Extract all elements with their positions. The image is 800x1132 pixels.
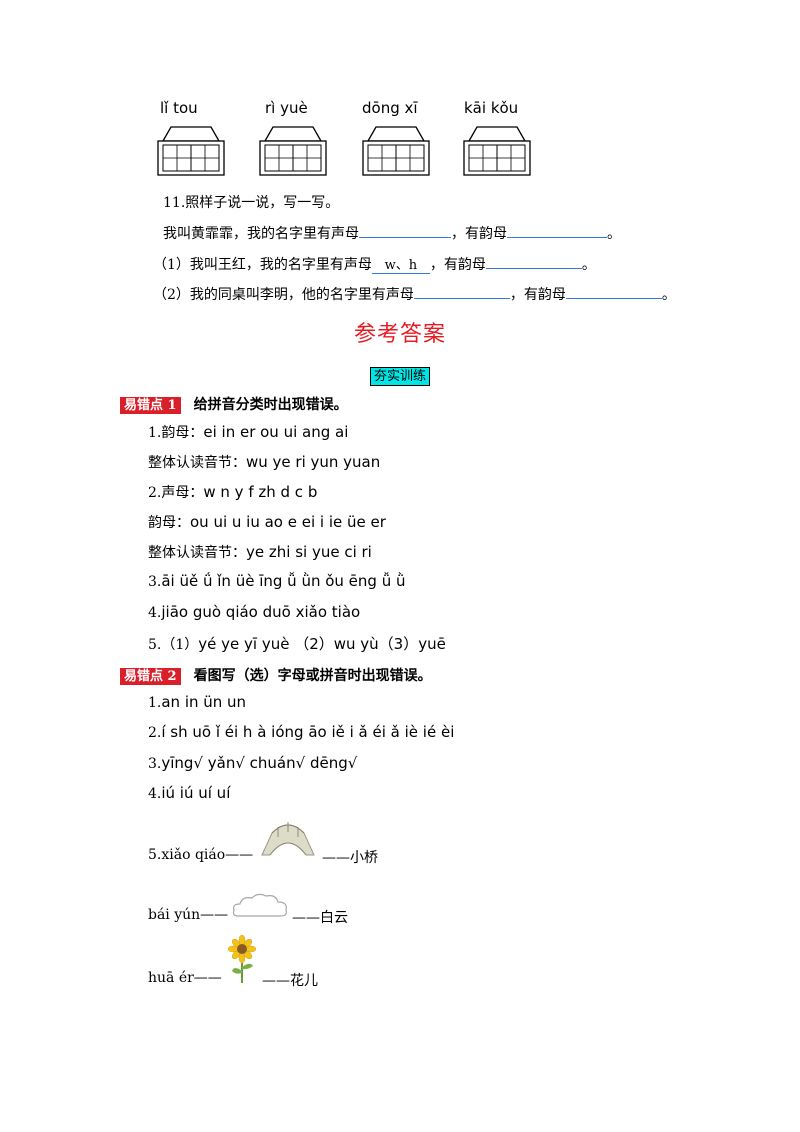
line-label: 韵母：: [148, 515, 190, 531]
line-pinyin: wu ye ri yun yuan: [246, 453, 381, 471]
line-pinyin: ye zhi si yue ci ri: [246, 543, 372, 561]
question-11-example: 我叫黄霏霏，我的名字里有声母 ，有韵母 。: [163, 223, 621, 243]
line-label: 3.: [148, 756, 162, 772]
error-point-1-header: 易错点 1 给拼音分类时出现错误。: [120, 394, 348, 414]
answer-line: 5.（1）yé ye yī yuè （2）wu yù（3）yuē: [148, 633, 446, 654]
answer-title: 参考答案: [353, 322, 446, 347]
line-label: 4.: [148, 786, 162, 802]
writing-grid-house: [362, 126, 430, 176]
answer-blank[interactable]: [359, 223, 451, 238]
picture-row-right: ——白云: [292, 910, 348, 926]
answer-line: 整体认读音节：ye zhi si yue ci ri: [148, 542, 372, 562]
error-point-heading: 给拼音分类时出现错误。: [193, 397, 348, 413]
answer-line: 4.iú iú uí uí: [148, 784, 230, 802]
answer-line: 2.声母：w n y f zh d c b: [148, 482, 317, 502]
section-badge-wrap: 夯实训练: [0, 365, 800, 386]
picture-row-left: huā ér——: [148, 970, 222, 986]
example-text: 我叫黄霏霏，我的名字里有声母: [163, 226, 359, 242]
answer-blank[interactable]: [507, 223, 607, 238]
line-label: 整体认读音节：: [148, 455, 246, 471]
line-label: 整体认读音节：: [148, 545, 246, 561]
line-pinyin: ou ui u iu ao e ei i ie üe er: [190, 513, 386, 531]
answer-line: 2.í sh uō ǐ éi h à ióng āo iě i ǎ éi ǎ i…: [148, 723, 454, 741]
pinyin-label: lǐ tou: [160, 99, 198, 117]
picture-row-right: ——小桥: [322, 850, 378, 866]
example-text: 。: [607, 226, 621, 242]
writing-grid-house: [463, 126, 531, 176]
pinyin-label: dōng xī: [362, 99, 418, 117]
line-label: 2.: [148, 725, 162, 741]
error-point-2-header: 易错点 2 看图写（选）字母或拼音时出现错误。: [120, 665, 432, 685]
answer-line: 1.韵母：ei in er ou ui ang ai: [148, 422, 348, 442]
item-text: ，有韵母: [429, 257, 486, 273]
writing-grid-house: [259, 126, 327, 176]
line-pinyin: yé ye yī yuè （2）wu yù（3）yuē: [198, 635, 446, 653]
line-pinyin: an in ün un: [161, 693, 247, 711]
item-text: 。: [581, 257, 596, 273]
answer-line: 4.jiāo guò qiáo duō xiǎo tiào: [148, 603, 360, 621]
line-label: 1.韵母：: [148, 425, 204, 441]
sunflower-icon: [227, 935, 257, 983]
example-text: ，有韵母: [451, 226, 507, 242]
line-pinyin: í sh uō ǐ éi h à ióng āo iě i ǎ éi ǎ iè …: [161, 723, 455, 741]
item-text: 。: [661, 287, 676, 303]
line-pinyin: ei in er ou ui ang ai: [203, 423, 349, 441]
pinyin-label: rì yuè: [265, 99, 308, 117]
line-label: 1.: [148, 695, 162, 711]
line-pinyin: iú iú uí uí: [161, 784, 231, 802]
item-text: ，有韵母: [509, 287, 566, 303]
bridge-icon: [261, 822, 315, 856]
answer-line: 韵母：ou ui u iu ao e ei i ie üe er: [148, 512, 386, 532]
cloud-icon: [232, 893, 287, 917]
error-point-badge: 易错点 1: [120, 397, 181, 414]
line-pinyin: w n y f zh d c b: [203, 483, 318, 501]
error-point-heading: 看图写（选）字母或拼音时出现错误。: [193, 668, 432, 684]
item-text: （1）我叫王红，我的名字里有声母: [153, 257, 372, 273]
writing-grid-house: [157, 126, 225, 176]
line-label: 3.: [148, 574, 162, 590]
answer-blank[interactable]: [413, 284, 510, 299]
section-badge: 夯实训练: [369, 367, 430, 386]
line-label: 4.: [148, 605, 162, 621]
line-pinyin: yīng√ yǎn√ chuán√ dēng√: [161, 754, 358, 772]
answer-line: 整体认读音节：wu ye ri yun yuan: [148, 452, 380, 472]
error-point-badge: 易错点 2: [120, 668, 181, 685]
picture-row-right: ——花儿: [262, 973, 318, 989]
line-pinyin: āi üě ǘ ǐn üè īng ǚ ǜn ǒu ēng ǚ ǜ: [161, 572, 406, 590]
picture-row-left: bái yún——: [148, 907, 229, 923]
answer-blank-filled[interactable]: w、h: [371, 259, 430, 274]
question-11-title: 11.照样子说一说，写一写。: [163, 195, 340, 211]
answer-blank[interactable]: [565, 284, 662, 299]
picture-row-left: 5.xiǎo qiáo——: [148, 847, 254, 863]
answer-line: 3.yīng√ yǎn√ chuán√ dēng√: [148, 754, 357, 772]
answer-line: 3.āi üě ǘ ǐn üè īng ǚ ǜn ǒu ēng ǚ ǜ: [148, 572, 406, 590]
answer-line: 1.an in ün un: [148, 693, 246, 711]
question-11-item-2: （2）我的同桌叫李明，他的名字里有声母 ，有韵母 。: [153, 284, 676, 304]
pinyin-label: kāi kǒu: [464, 99, 519, 117]
answer-blank[interactable]: [485, 254, 582, 269]
line-label: 5.（1）: [148, 637, 199, 653]
item-text: （2）我的同桌叫李明，他的名字里有声母: [153, 287, 414, 303]
line-pinyin: jiāo guò qiáo duō xiǎo tiào: [161, 603, 361, 621]
line-label: 2.声母：: [148, 485, 204, 501]
